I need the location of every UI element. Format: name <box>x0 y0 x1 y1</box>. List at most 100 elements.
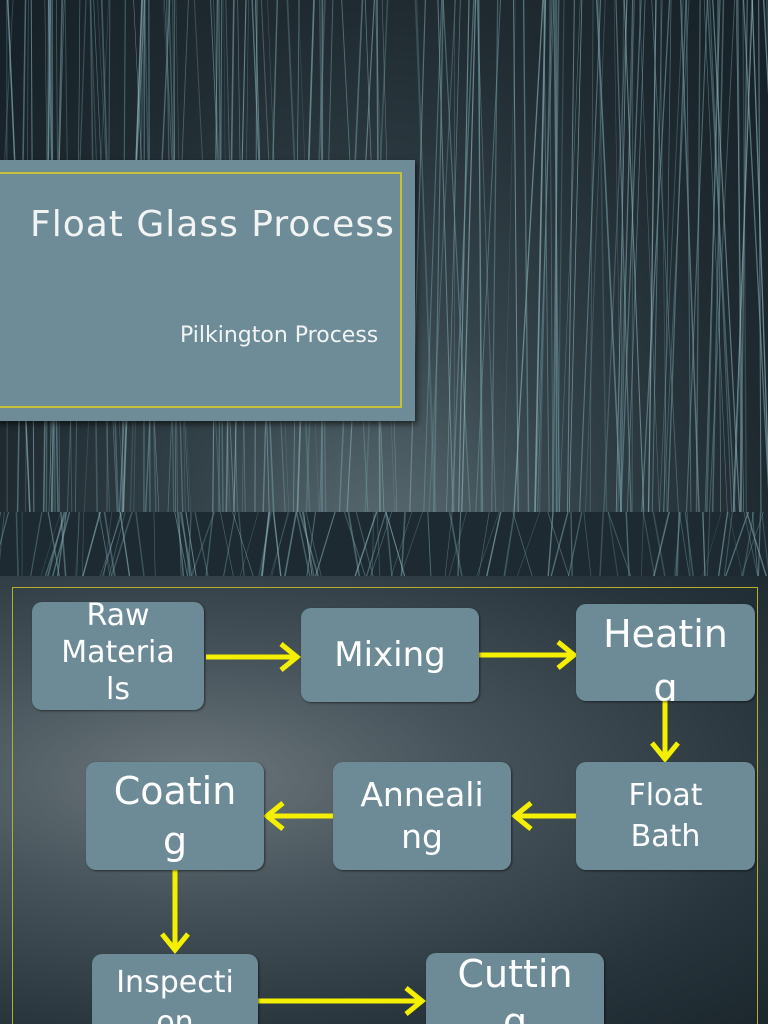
texture-line <box>620 0 642 512</box>
texture-line <box>271 512 289 576</box>
texture-line <box>437 0 454 512</box>
texture-line <box>704 0 721 512</box>
arrow-raw-materials-to-mixing <box>206 642 301 672</box>
title-slide: Float Glass Process Pilkington Process <box>0 0 768 512</box>
texture-line <box>298 512 319 576</box>
texture-line <box>737 0 743 512</box>
texture-line <box>599 512 604 576</box>
texture-line <box>174 512 188 576</box>
texture-line <box>414 0 437 512</box>
texture-line <box>272 512 282 576</box>
arrow-float-bath-to-annealing <box>511 801 576 831</box>
texture-line <box>651 0 663 512</box>
texture-line <box>451 0 475 512</box>
texture-line <box>647 0 657 512</box>
node-cutting: Cuttin g <box>426 953 604 1024</box>
node-annealing: Anneali ng <box>333 762 511 870</box>
texture-line <box>56 512 68 576</box>
texture-line <box>623 0 645 512</box>
texture-line <box>615 0 632 512</box>
texture-line <box>261 512 270 576</box>
texture-line <box>740 512 764 576</box>
texture-line <box>684 512 694 576</box>
texture-line <box>453 0 456 512</box>
texture-line <box>723 512 733 576</box>
texture-line <box>186 512 193 576</box>
texture-line <box>566 0 575 512</box>
texture-line <box>549 0 554 512</box>
texture-line <box>390 512 413 576</box>
texture-line <box>409 0 426 512</box>
texture-line <box>709 0 736 512</box>
texture-line <box>82 512 84 576</box>
texture-line <box>717 512 729 576</box>
node-label: Raw Materia ls <box>61 602 175 707</box>
texture-line <box>603 0 628 512</box>
arrow-annealing-to-coating <box>263 801 333 831</box>
texture-line <box>640 512 644 576</box>
texture-line <box>702 512 706 576</box>
texture-line <box>642 512 656 576</box>
texture-line <box>102 512 122 576</box>
texture-line <box>613 0 622 512</box>
texture-line <box>385 512 406 576</box>
texture-line <box>617 0 636 512</box>
texture-line <box>757 512 762 576</box>
texture-line <box>99 512 111 576</box>
texture-line <box>595 0 623 512</box>
texture-line <box>458 0 470 512</box>
texture-line <box>559 0 581 512</box>
texture-line <box>658 0 684 512</box>
texture-line <box>315 512 336 576</box>
node-raw-materials: Raw Materia ls <box>32 602 204 710</box>
texture-line <box>742 512 755 576</box>
texture-line <box>74 512 81 576</box>
texture-line <box>639 0 660 512</box>
texture-line <box>663 0 672 512</box>
flowchart-slide: Raw Materia ls Mixing Heatin g Float Bat… <box>0 576 768 1024</box>
texture-line <box>306 512 316 576</box>
node-coating: Coatin g <box>86 762 264 870</box>
texture-line <box>706 512 711 576</box>
texture-line <box>486 512 502 576</box>
texture-line <box>303 512 313 576</box>
texture-line <box>178 512 182 576</box>
texture-line <box>301 512 315 576</box>
texture-line <box>659 0 668 512</box>
texture-line <box>751 512 759 576</box>
node-label: Heatin g <box>603 612 728 701</box>
texture-line <box>194 512 209 576</box>
texture-line <box>607 512 619 576</box>
slide-frame <box>12 587 758 1024</box>
texture-line <box>295 512 311 576</box>
texture-line <box>651 0 679 512</box>
texture-line <box>305 512 322 576</box>
texture-line <box>534 0 547 512</box>
texture-line <box>502 0 516 512</box>
texture-line <box>478 0 482 512</box>
texture-line <box>675 512 681 576</box>
texture-line <box>619 0 634 512</box>
texture-line <box>355 512 374 576</box>
texture-line <box>537 0 553 512</box>
texture-line <box>758 0 762 512</box>
texture-line <box>579 0 602 512</box>
texture-line <box>739 0 748 512</box>
texture-line <box>433 0 444 512</box>
texture-line <box>652 512 666 576</box>
texture-line <box>702 512 722 576</box>
node-label: Float Bath <box>628 778 703 854</box>
texture-line <box>620 0 624 512</box>
texture-line <box>728 512 743 576</box>
texture-line <box>103 512 113 576</box>
texture-line <box>703 0 728 512</box>
texture-line <box>761 512 768 573</box>
texture-line <box>416 0 435 512</box>
texture-line <box>555 0 558 512</box>
texture-line <box>751 0 768 477</box>
texture-line <box>451 512 460 576</box>
texture-line <box>512 512 533 576</box>
texture-line <box>490 0 499 512</box>
texture-line <box>238 512 245 576</box>
texture-line <box>568 0 583 512</box>
